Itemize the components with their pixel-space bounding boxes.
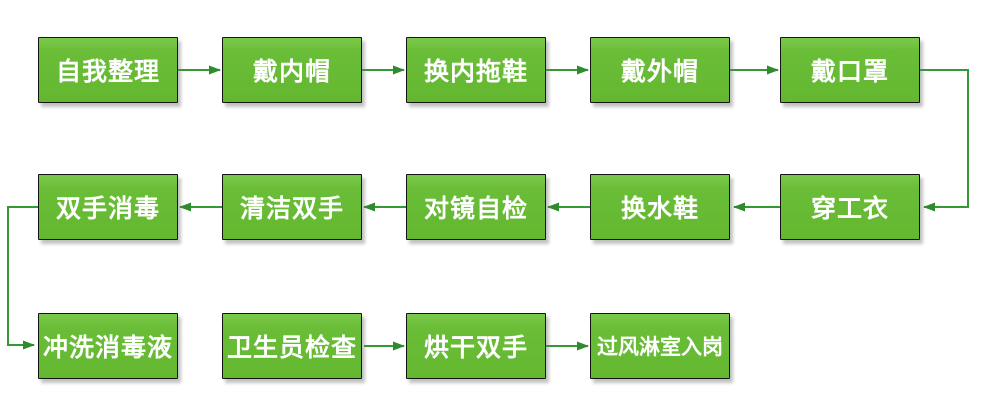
connector-hand-disinfection-to-rinse-elbow	[7, 206, 38, 350]
flow-node-wear-mask: 戴口罩	[780, 37, 920, 103]
flow-node-change-water-boots: 换水鞋	[590, 174, 730, 240]
flow-node-dry-hands: 烘干双手	[406, 313, 546, 379]
flow-node-wear-inner-cap: 戴内帽	[222, 37, 362, 103]
flow-node-mirror-self-check: 对镜自检	[406, 174, 546, 240]
flow-node-sanitarian-inspection: 卫生员检查	[222, 313, 362, 379]
flow-node-wear-outer-cap: 戴外帽	[590, 37, 730, 103]
flow-node-hand-disinfection: 双手消毒	[38, 174, 178, 240]
flow-node-self-tidy-up: 自我整理	[38, 37, 178, 103]
connector-mask-to-work-clothes-elbow	[920, 69, 969, 212]
flow-node-change-indoor-slippers: 换内拖鞋	[406, 37, 546, 103]
flow-node-clean-hands: 清洁双手	[222, 174, 362, 240]
flow-node-rinse-disinfectant: 冲洗消毒液	[38, 313, 178, 379]
flow-node-air-shower-entry: 过风淋室入岗	[590, 313, 730, 379]
flow-node-wear-work-clothes: 穿工衣	[780, 174, 920, 240]
